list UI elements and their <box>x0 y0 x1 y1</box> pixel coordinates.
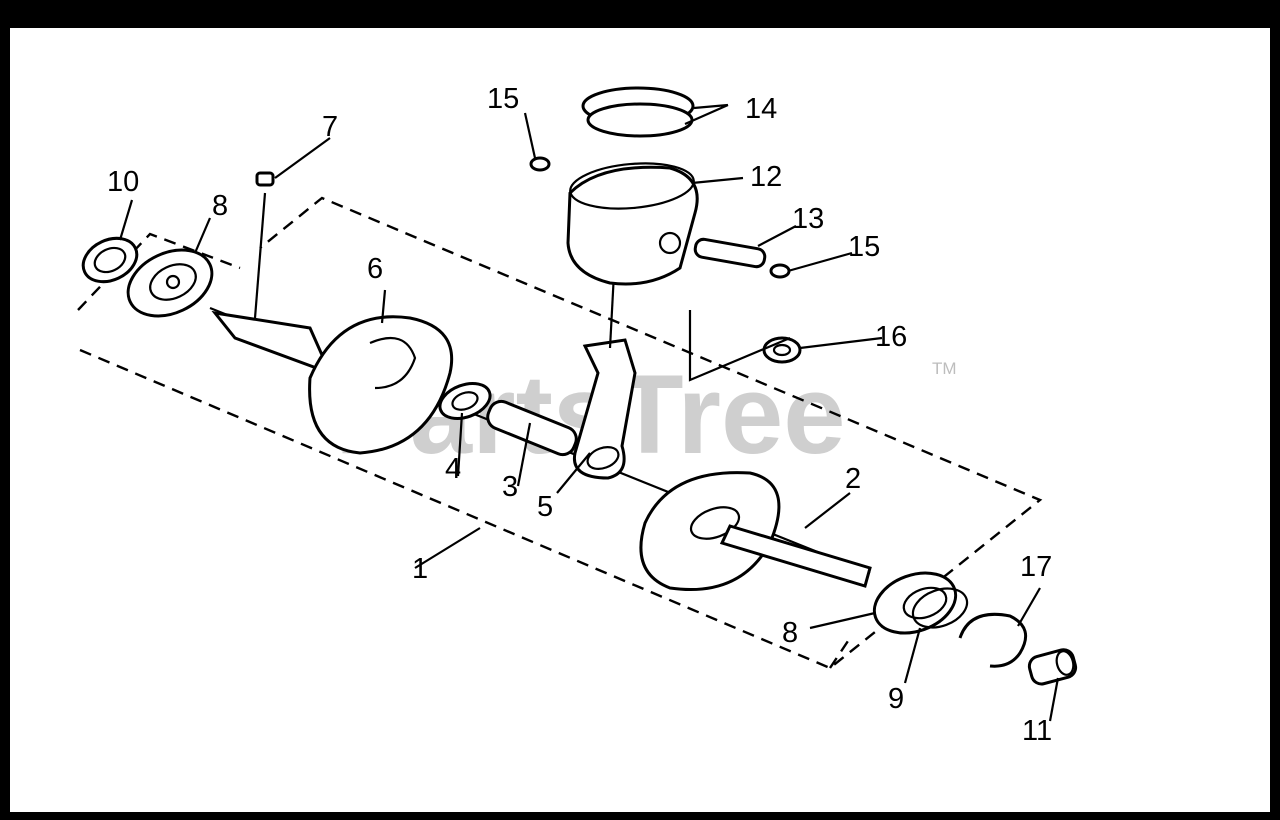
callout-15-right: 15 <box>848 231 880 263</box>
callout-11: 11 <box>1022 715 1052 747</box>
callout-14: 14 <box>745 93 777 125</box>
callout-8-left: 8 <box>212 190 228 222</box>
callout-12: 12 <box>750 161 782 193</box>
circlip-part-17 <box>958 612 1028 668</box>
callout-1: 1 <box>412 553 428 585</box>
seal-part-9 <box>911 587 969 629</box>
exploded-parts-diagram: PartsTree TM <box>77 83 1078 747</box>
bushing-part-11 <box>1027 648 1078 686</box>
callout-13: 13 <box>792 203 824 235</box>
callout-15-top: 15 <box>487 83 519 115</box>
callout-16: 16 <box>875 321 907 353</box>
bearing-guide-line <box>688 310 791 382</box>
callout-8-right: 8 <box>782 617 798 649</box>
piston-rings-part-14 <box>581 86 695 138</box>
callout-9: 9 <box>888 683 904 715</box>
callout-6: 6 <box>367 253 383 285</box>
clip-part-15-top <box>529 156 551 172</box>
crank-shaft-left <box>211 310 333 376</box>
key-part-7 <box>255 171 275 187</box>
crank-web-part-2 <box>639 471 872 592</box>
clip-part-15-right <box>769 263 791 279</box>
callout-labels: 1 2 3 4 5 6 7 8 8 9 10 11 12 13 14 15 15… <box>107 83 1052 747</box>
callout-4: 4 <box>445 453 461 485</box>
seal-part-10 <box>81 236 139 284</box>
watermark-trademark: TM <box>932 359 957 378</box>
diagram-canvas: PartsTree TM <box>10 28 1270 812</box>
assembly-outline <box>77 196 1043 670</box>
needle-bearing-part-4 <box>438 382 492 420</box>
leader-lines <box>118 103 1060 722</box>
callout-7: 7 <box>322 111 338 143</box>
key-guide-line <box>253 192 267 319</box>
bearing-part-8-right <box>872 571 958 635</box>
crank-web-part-6 <box>308 315 454 455</box>
callout-3: 3 <box>502 471 518 503</box>
callout-2: 2 <box>845 463 861 495</box>
callout-10: 10 <box>107 166 139 198</box>
connecting-rod-part-5 <box>572 272 637 480</box>
callout-5: 5 <box>537 491 553 523</box>
piston-pin-part-13 <box>693 237 767 269</box>
callout-17: 17 <box>1020 551 1052 583</box>
bearing-part-8-left <box>126 248 214 318</box>
piston-part-12 <box>566 162 699 286</box>
